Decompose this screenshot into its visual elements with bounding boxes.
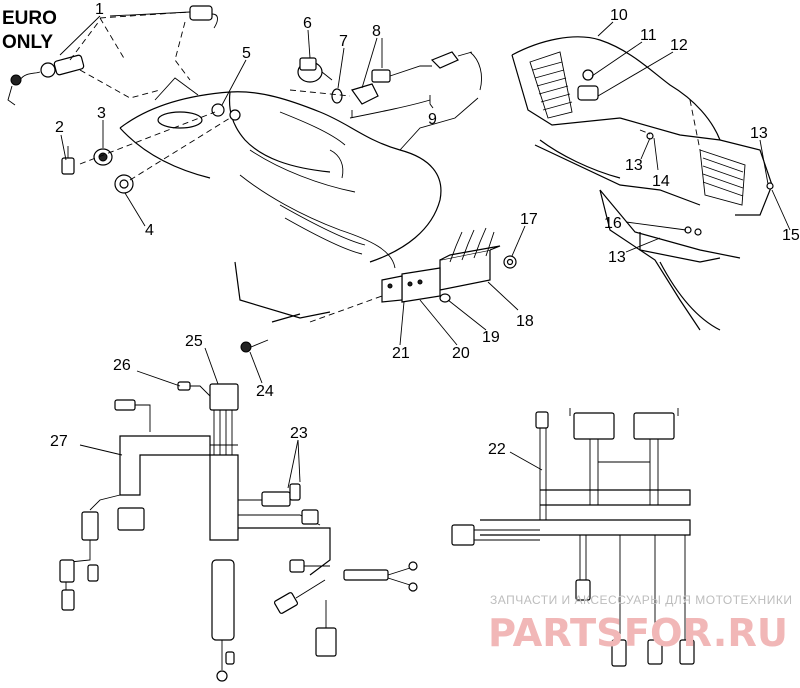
callout-20: 20 <box>452 345 470 362</box>
callout-19: 19 <box>482 329 500 346</box>
switch-parts <box>289 51 482 119</box>
callout-13-middle: 13 <box>625 157 643 174</box>
callout-11: 11 <box>640 27 657 44</box>
euro-note-line2: ONLY <box>2 32 53 53</box>
callout-21: 21 <box>392 345 410 362</box>
callout-14: 14 <box>652 173 670 190</box>
euro-key-switch-group: EURO ONLY <box>2 5 218 106</box>
front-panel-drawing <box>119 77 479 319</box>
callout-27: 27 <box>50 433 68 450</box>
callout-2: 2 <box>55 119 64 136</box>
watermark-brand: PARTSFOR.RU <box>488 611 788 655</box>
watermark: ЗАПЧАСТИ И АКСЕССУАРЫ ДЛЯ МОТОТЕХНИКИ PA… <box>488 593 792 655</box>
fastener-parts <box>61 111 231 194</box>
callout-12: 12 <box>670 37 688 54</box>
callout-4: 4 <box>145 222 154 239</box>
callout-3: 3 <box>97 105 106 122</box>
callout-13-right: 13 <box>750 125 768 142</box>
callout-24: 24 <box>256 383 274 400</box>
callout-15: 15 <box>782 227 800 244</box>
screw-24 <box>240 339 269 353</box>
callout-10: 10 <box>610 7 628 24</box>
callout-18: 18 <box>516 313 534 330</box>
callout-16: 16 <box>604 215 622 232</box>
euro-note-line1: EURO <box>2 8 57 29</box>
watermark-subtitle: ЗАПЧАСТИ И АКСЕССУАРЫ ДЛЯ МОТОТЕХНИКИ <box>490 593 792 607</box>
callout-22: 22 <box>488 441 506 458</box>
callout-8: 8 <box>372 23 381 40</box>
connector-block-parts <box>271 227 517 323</box>
callout-5: 5 <box>242 45 251 62</box>
callout-9: 9 <box>428 111 437 128</box>
callout-1: 1 <box>95 1 104 18</box>
left-wiring-harness <box>59 381 418 682</box>
callout-17: 17 <box>520 211 538 228</box>
callout-7: 7 <box>339 33 348 50</box>
callout-23: 23 <box>290 425 308 442</box>
callout-26: 26 <box>113 357 131 374</box>
right-wiring-harness <box>451 408 695 667</box>
leader-lines <box>59 11 791 489</box>
callout-6: 6 <box>303 15 312 32</box>
callout-13-bottom: 13 <box>608 249 626 266</box>
right-side-cover-drawing <box>511 36 774 331</box>
callout-25: 25 <box>185 333 203 350</box>
callout-labels: 1 2 3 4 5 6 7 8 9 10 11 12 13 13 13 14 1… <box>50 1 800 458</box>
